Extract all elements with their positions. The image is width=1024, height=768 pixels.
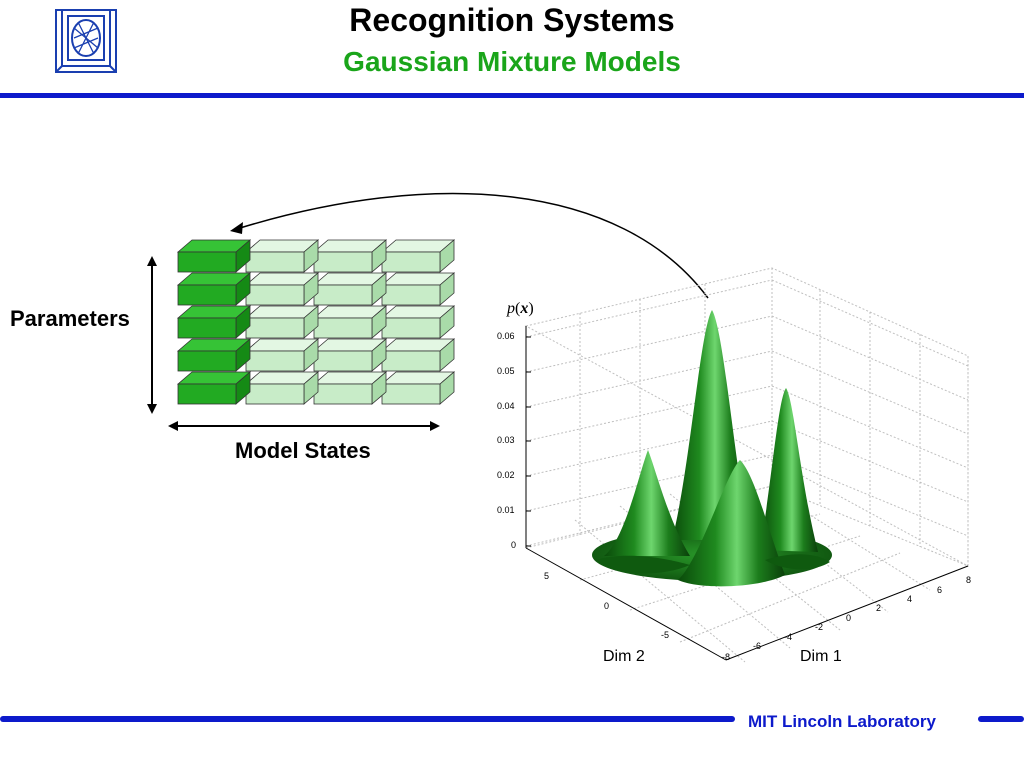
model-states-arrow [168, 421, 440, 431]
dim1-tick-label: 0 [846, 613, 852, 623]
parameters-label: Parameters [10, 306, 130, 331]
state-block [244, 239, 320, 273]
footer-rule-left [0, 716, 735, 722]
gmm-3d-plot [524, 267, 969, 663]
z-tick-label: 0 [511, 540, 517, 550]
active-state-block [176, 239, 252, 273]
state-block [380, 338, 456, 372]
model-states-label: Model States [235, 438, 371, 463]
dim2-tick-label: 5 [544, 571, 550, 581]
state-block [312, 338, 388, 372]
dim2-label: Dim 2 [603, 648, 645, 665]
header-rule [0, 93, 1024, 98]
z-tick-label: 0.02 [497, 470, 515, 480]
state-block [312, 239, 388, 273]
pdf-label-x: x [520, 300, 529, 317]
z-tick-label: 0.05 [497, 366, 515, 376]
z-tick-label: 0.04 [497, 401, 515, 411]
dim1-tick-label: 2 [876, 603, 882, 613]
active-state-block [176, 305, 252, 339]
state-block [244, 272, 320, 306]
state-block [312, 371, 388, 405]
state-block [380, 305, 456, 339]
mit-ll-logo-icon [55, 9, 117, 73]
footer-org-name: MIT Lincoln Laboratory [748, 712, 936, 731]
dim2-tick-label: -5 [661, 630, 670, 640]
z-tick-label: 0.01 [497, 505, 515, 515]
dim1-tick-label: 4 [907, 594, 913, 604]
state-block [380, 272, 456, 306]
state-block [312, 305, 388, 339]
slide-title: Recognition Systems [349, 2, 675, 38]
dim1-tick-label: 6 [937, 585, 943, 595]
slide-subtitle: Gaussian Mixture Models [343, 46, 681, 77]
pdf-label-open: ( [515, 300, 521, 317]
footer-rule-right [978, 716, 1024, 722]
dim1-tick-label: 8 [966, 575, 972, 585]
z-tick-label: 0.06 [497, 331, 515, 341]
pdf-label: p(x) [507, 300, 534, 318]
z-tick-label: 0.03 [497, 435, 515, 445]
dim1-label: Dim 1 [800, 648, 842, 665]
plot-box [524, 267, 969, 663]
state-block [244, 338, 320, 372]
dim1-tick-label: -6 [753, 641, 762, 651]
pdf-label-p: p [507, 300, 515, 317]
active-state-block [176, 338, 252, 372]
dim1-tick-label: -8 [722, 652, 731, 662]
gmm-surface [592, 310, 832, 587]
state-block [380, 239, 456, 273]
active-state-block [176, 371, 252, 405]
dim1-tick-label: -2 [815, 622, 824, 632]
active-state-block [176, 272, 252, 306]
state-block [312, 272, 388, 306]
pdf-label-close: ) [528, 300, 534, 317]
state-block [380, 371, 456, 405]
dim2-tick-label: 0 [604, 601, 610, 611]
state-block [244, 371, 320, 405]
state-block [244, 305, 320, 339]
model-parameter-grid [176, 239, 456, 405]
parameters-arrow [147, 256, 157, 414]
dim1-tick-label: -4 [784, 632, 793, 642]
